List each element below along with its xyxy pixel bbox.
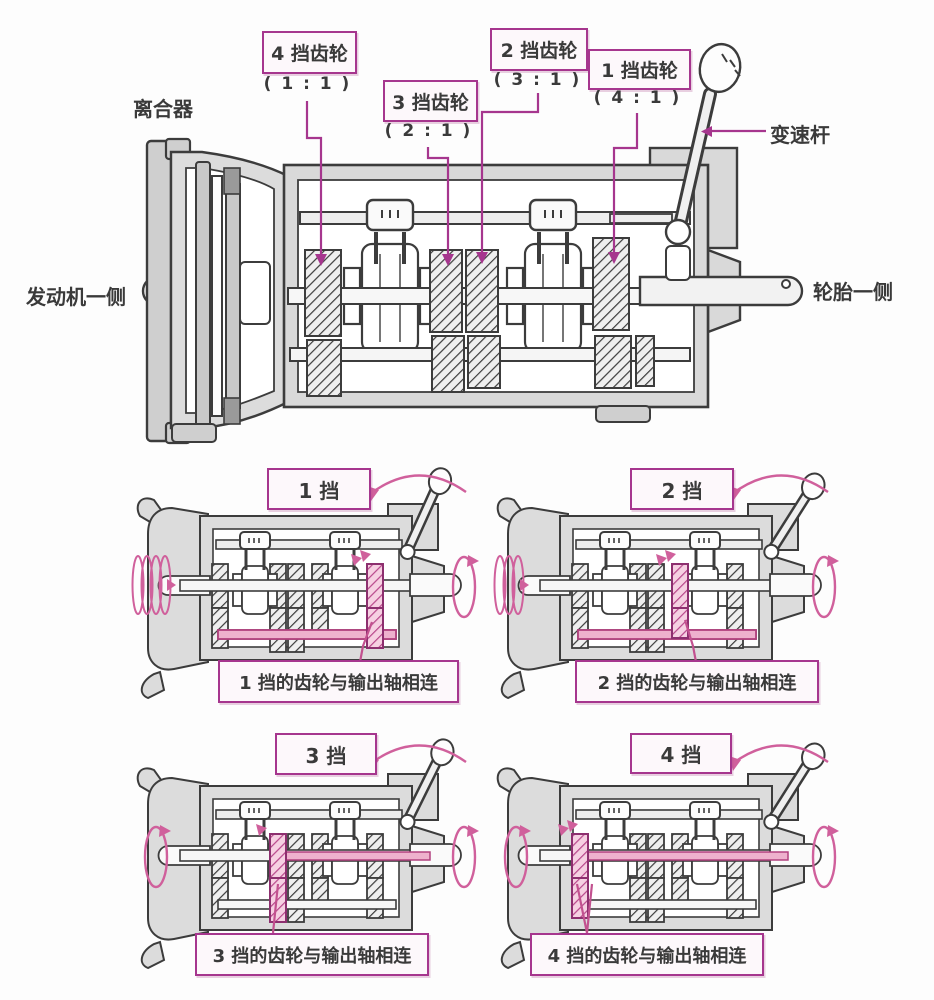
- highlighted-main-shaft: [277, 851, 431, 861]
- tire-side-label: 轮胎一侧: [813, 280, 893, 304]
- shift-lever-icon: [664, 42, 742, 281]
- leader-lines: [305, 93, 766, 254]
- clutch-hub: [239, 261, 271, 325]
- gear1-label-box: 1 挡齿轮: [588, 49, 691, 90]
- sub4-title-box: 4 挡: [630, 733, 732, 774]
- engine-side-label: 发动机一侧: [26, 285, 126, 309]
- engaged-gear-highlight: [558, 820, 589, 919]
- pressure-plate: [225, 183, 241, 409]
- sub4-caption-box: 4 挡的齿轮与输出轴相连: [530, 933, 764, 976]
- highlighted-counter-shaft: [577, 629, 757, 640]
- sub-gearbox-art-4: [496, 720, 840, 970]
- sub-gearbox-art-1: [131, 450, 480, 700]
- sub3-caption-box: 3 挡的齿轮与输出轴相连: [195, 933, 429, 976]
- engaged-gear-highlight: [256, 824, 287, 923]
- sub-diagram-4: 4 挡 4 挡的齿轮与输出轴相连: [480, 720, 840, 990]
- sub1-caption-box: 1 挡的齿轮与输出轴相连: [218, 660, 459, 703]
- sub-gearbox-art-3: [136, 720, 480, 970]
- gear2-ratio: ( 3 : 1 ): [493, 70, 582, 90]
- caption-leader: [575, 883, 594, 934]
- main-transmission-art: [141, 42, 804, 445]
- sub2-title-box: 2 挡: [630, 468, 734, 510]
- gear3-ratio: ( 2 : 1 ): [384, 121, 473, 141]
- shift-lever-label: 变速杆: [770, 123, 830, 147]
- sub-diagram-3: 3 挡 3 挡的齿轮与输出轴相连: [120, 720, 480, 990]
- output-shaft: [638, 275, 804, 307]
- highlighted-main-shaft: [579, 851, 789, 861]
- gear3-label-box: 3 挡齿轮: [383, 80, 478, 122]
- engaged-gear-highlight: [351, 550, 384, 649]
- highlighted-counter-shaft: [217, 629, 397, 640]
- sub-diagram-1: 1 挡 1 挡的齿轮与输出轴相连: [120, 450, 480, 710]
- sub3-title-box: 3 挡: [275, 733, 377, 775]
- gear2-label-box: 2 挡齿轮: [490, 28, 588, 71]
- clutch-housing: [145, 137, 290, 445]
- sub-gearbox-art-2: [493, 450, 840, 700]
- gear4-ratio: ( 1 : 1 ): [263, 74, 352, 94]
- gear-icon: [304, 237, 655, 397]
- sub1-title-box: 1 挡: [267, 468, 371, 510]
- gear1-ratio: ( 4 : 1 ): [593, 88, 682, 108]
- leader-arrowheads: [315, 126, 712, 266]
- caption-leader: [271, 883, 280, 934]
- shift-fork: [528, 198, 578, 264]
- clutch-disc: [211, 175, 223, 417]
- caption-leader: [358, 621, 374, 663]
- shift-fork: [365, 198, 415, 264]
- sub-diagram-2: 2 挡 2 挡的齿轮与输出轴相连: [480, 450, 840, 710]
- engaged-gear-highlight: [656, 550, 689, 639]
- sub2-caption-box: 2 挡的齿轮与输出轴相连: [575, 660, 819, 703]
- gear4-label-box: 4 挡齿轮: [262, 31, 357, 74]
- caption-leader: [683, 619, 698, 663]
- clutch-label: 离合器: [133, 97, 193, 121]
